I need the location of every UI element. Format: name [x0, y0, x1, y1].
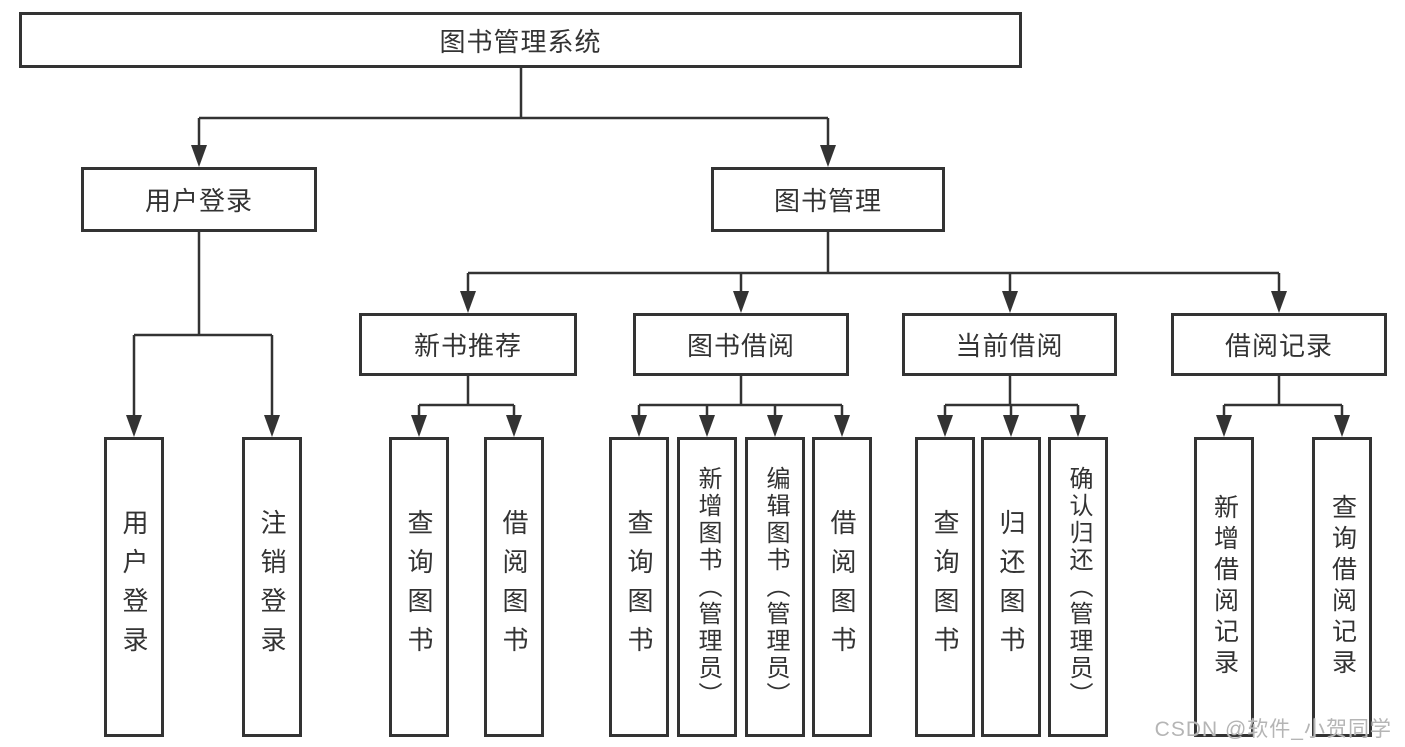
csdn-watermark: CSDN @软件_小贺同学	[1154, 717, 1392, 741]
node-user-login: 用户登录	[81, 167, 317, 232]
wire-newbook-children	[417, 376, 516, 417]
node-new-book-recommend: 新书推荐	[359, 313, 577, 376]
wire-bookmgmt-children	[466, 232, 1281, 293]
wire-current-children	[943, 376, 1080, 417]
wire-userlogin-children	[132, 232, 274, 417]
wire-borrowmod-children	[637, 376, 844, 417]
node-current-borrowing: 当前借阅	[902, 313, 1117, 376]
leaf-edit-book-admin: 编辑图书（管理员）	[745, 437, 805, 737]
leaf-user-login: 用户登录	[104, 437, 164, 737]
leaf-query-books-borrow: 查询图书	[609, 437, 669, 737]
node-book-management: 图书管理	[711, 167, 945, 232]
leaf-borrow-books-recommend: 借阅图书	[484, 437, 544, 737]
node-library-system: 图书管理系统	[19, 12, 1022, 68]
leaf-query-books-current: 查询图书	[915, 437, 975, 737]
leaf-query-borrow-record: 查询借阅记录	[1312, 437, 1372, 737]
leaf-logout: 注销登录	[242, 437, 302, 737]
node-borrowing-records: 借阅记录	[1171, 313, 1387, 376]
leaf-query-books-recommend: 查询图书	[389, 437, 449, 737]
leaf-borrow-books: 借阅图书	[812, 437, 872, 737]
wire-records-children	[1222, 376, 1344, 417]
leaf-add-book-admin: 新增图书（管理员）	[677, 437, 737, 737]
leaf-add-borrow-record: 新增借阅记录	[1194, 437, 1254, 737]
arrowheads	[126, 145, 1350, 437]
leaf-return-book: 归还图书	[981, 437, 1041, 737]
node-book-borrowing: 图书借阅	[633, 313, 849, 376]
leaf-confirm-return-admin: 确认归还（管理员）	[1048, 437, 1108, 737]
wire-root-to-level2	[197, 67, 830, 147]
